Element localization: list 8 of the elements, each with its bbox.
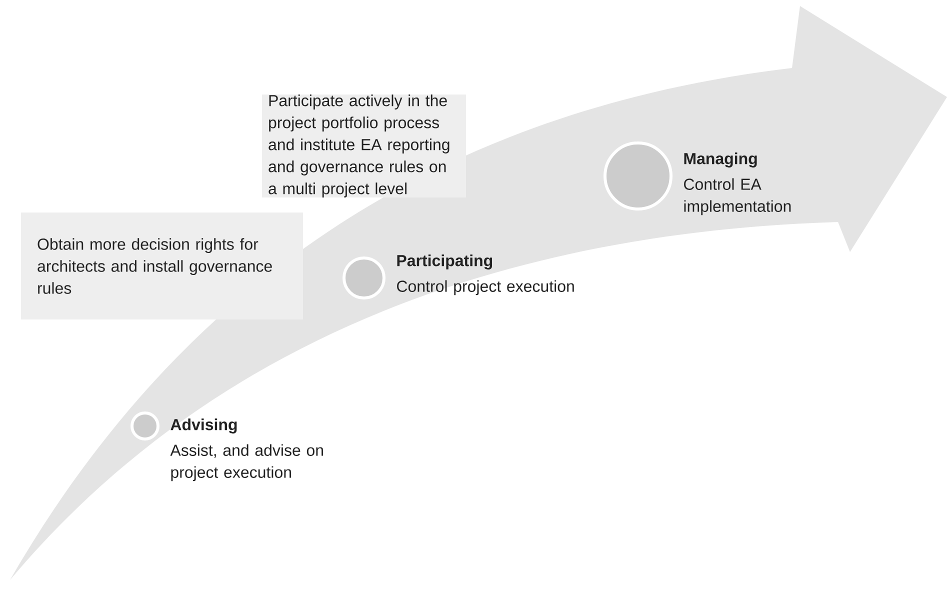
stage-description: Control project execution — [397, 280, 574, 296]
text-box: Obtain more decision rights for architects and install governance rules — [21, 212, 303, 320]
stage-title: Advising — [170, 418, 237, 434]
stage-description: Control EA implementation — [684, 178, 791, 216]
text-box: Participate actively in the project portfolio process and institute EA reporting and governance rules on a multi project level — [262, 94, 466, 198]
stage-title: Managing — [684, 152, 757, 168]
stage-description: Assist, and advise on project execution — [170, 444, 323, 482]
stage-title: Participating — [397, 254, 492, 270]
